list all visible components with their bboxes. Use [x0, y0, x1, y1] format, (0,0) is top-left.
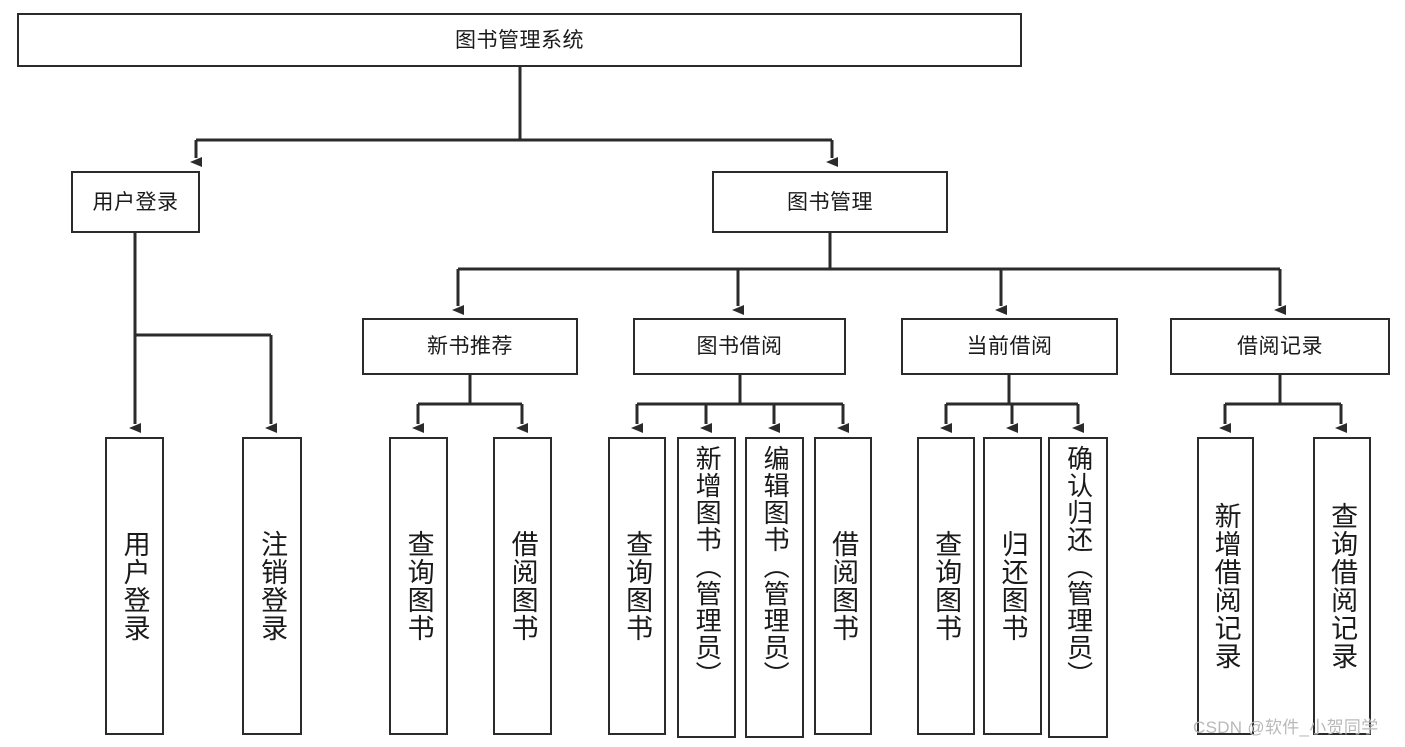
leaf-query-borrow-record[interactable]: 查询借阅记录	[1313, 437, 1371, 735]
node-label: 归还图书	[997, 530, 1028, 642]
leaf-logout[interactable]: 注销登录	[242, 437, 302, 735]
leaf-return-book[interactable]: 归还图书	[983, 437, 1042, 735]
leaf-user-login[interactable]: 用户登录	[105, 437, 164, 735]
node-label: 查询图书	[403, 530, 434, 642]
watermark: CSDN @软件_小贺同学	[1193, 718, 1379, 737]
node-new-book-recommend[interactable]: 新书推荐	[362, 318, 578, 375]
node-label: 查询借阅记录	[1327, 502, 1358, 670]
leaf-add-borrow-record[interactable]: 新增借阅记录	[1197, 437, 1254, 735]
leaf-confirm-return-admin[interactable]: 确认归还（管理员）	[1048, 437, 1108, 738]
node-label: 用户登录	[92, 190, 179, 214]
node-label: 图书管理	[787, 190, 873, 214]
node-label: 新增借阅记录	[1210, 502, 1241, 670]
node-label: 编辑图书（管理员）	[760, 445, 791, 688]
node-label: 借阅记录	[1237, 335, 1323, 358]
leaf-query-book-current[interactable]: 查询图书	[917, 437, 975, 735]
node-label: 新增图书（管理员）	[692, 445, 723, 688]
leaf-query-book-borrow[interactable]: 查询图书	[608, 437, 666, 735]
node-label: 借阅图书	[828, 530, 859, 642]
node-label: 图书管理系统	[455, 28, 584, 52]
node-label: 用户登录	[119, 530, 150, 642]
leaf-borrow-book[interactable]: 借阅图书	[814, 437, 872, 735]
leaf-query-book-recommend[interactable]: 查询图书	[389, 437, 448, 735]
node-book-management[interactable]: 图书管理	[712, 171, 948, 233]
node-label: 注销登录	[257, 530, 288, 642]
node-label: 图书借阅	[696, 335, 783, 358]
node-current-borrow[interactable]: 当前借阅	[901, 318, 1118, 375]
node-label: 查询图书	[931, 530, 962, 642]
node-book-borrow[interactable]: 图书借阅	[633, 318, 846, 375]
leaf-edit-book-admin[interactable]: 编辑图书（管理员）	[745, 437, 804, 738]
node-label: 新书推荐	[427, 335, 513, 358]
node-label: 借阅图书	[507, 530, 538, 642]
node-label: 查询图书	[622, 530, 653, 642]
node-user-login[interactable]: 用户登录	[71, 171, 200, 233]
node-label: 当前借阅	[966, 335, 1053, 358]
leaf-add-book-admin[interactable]: 新增图书（管理员）	[677, 437, 736, 738]
node-borrow-record[interactable]: 借阅记录	[1170, 318, 1390, 375]
leaf-borrow-book-recommend[interactable]: 借阅图书	[493, 437, 552, 735]
node-label: 确认归还（管理员）	[1063, 445, 1094, 688]
node-root-system[interactable]: 图书管理系统	[17, 13, 1022, 67]
